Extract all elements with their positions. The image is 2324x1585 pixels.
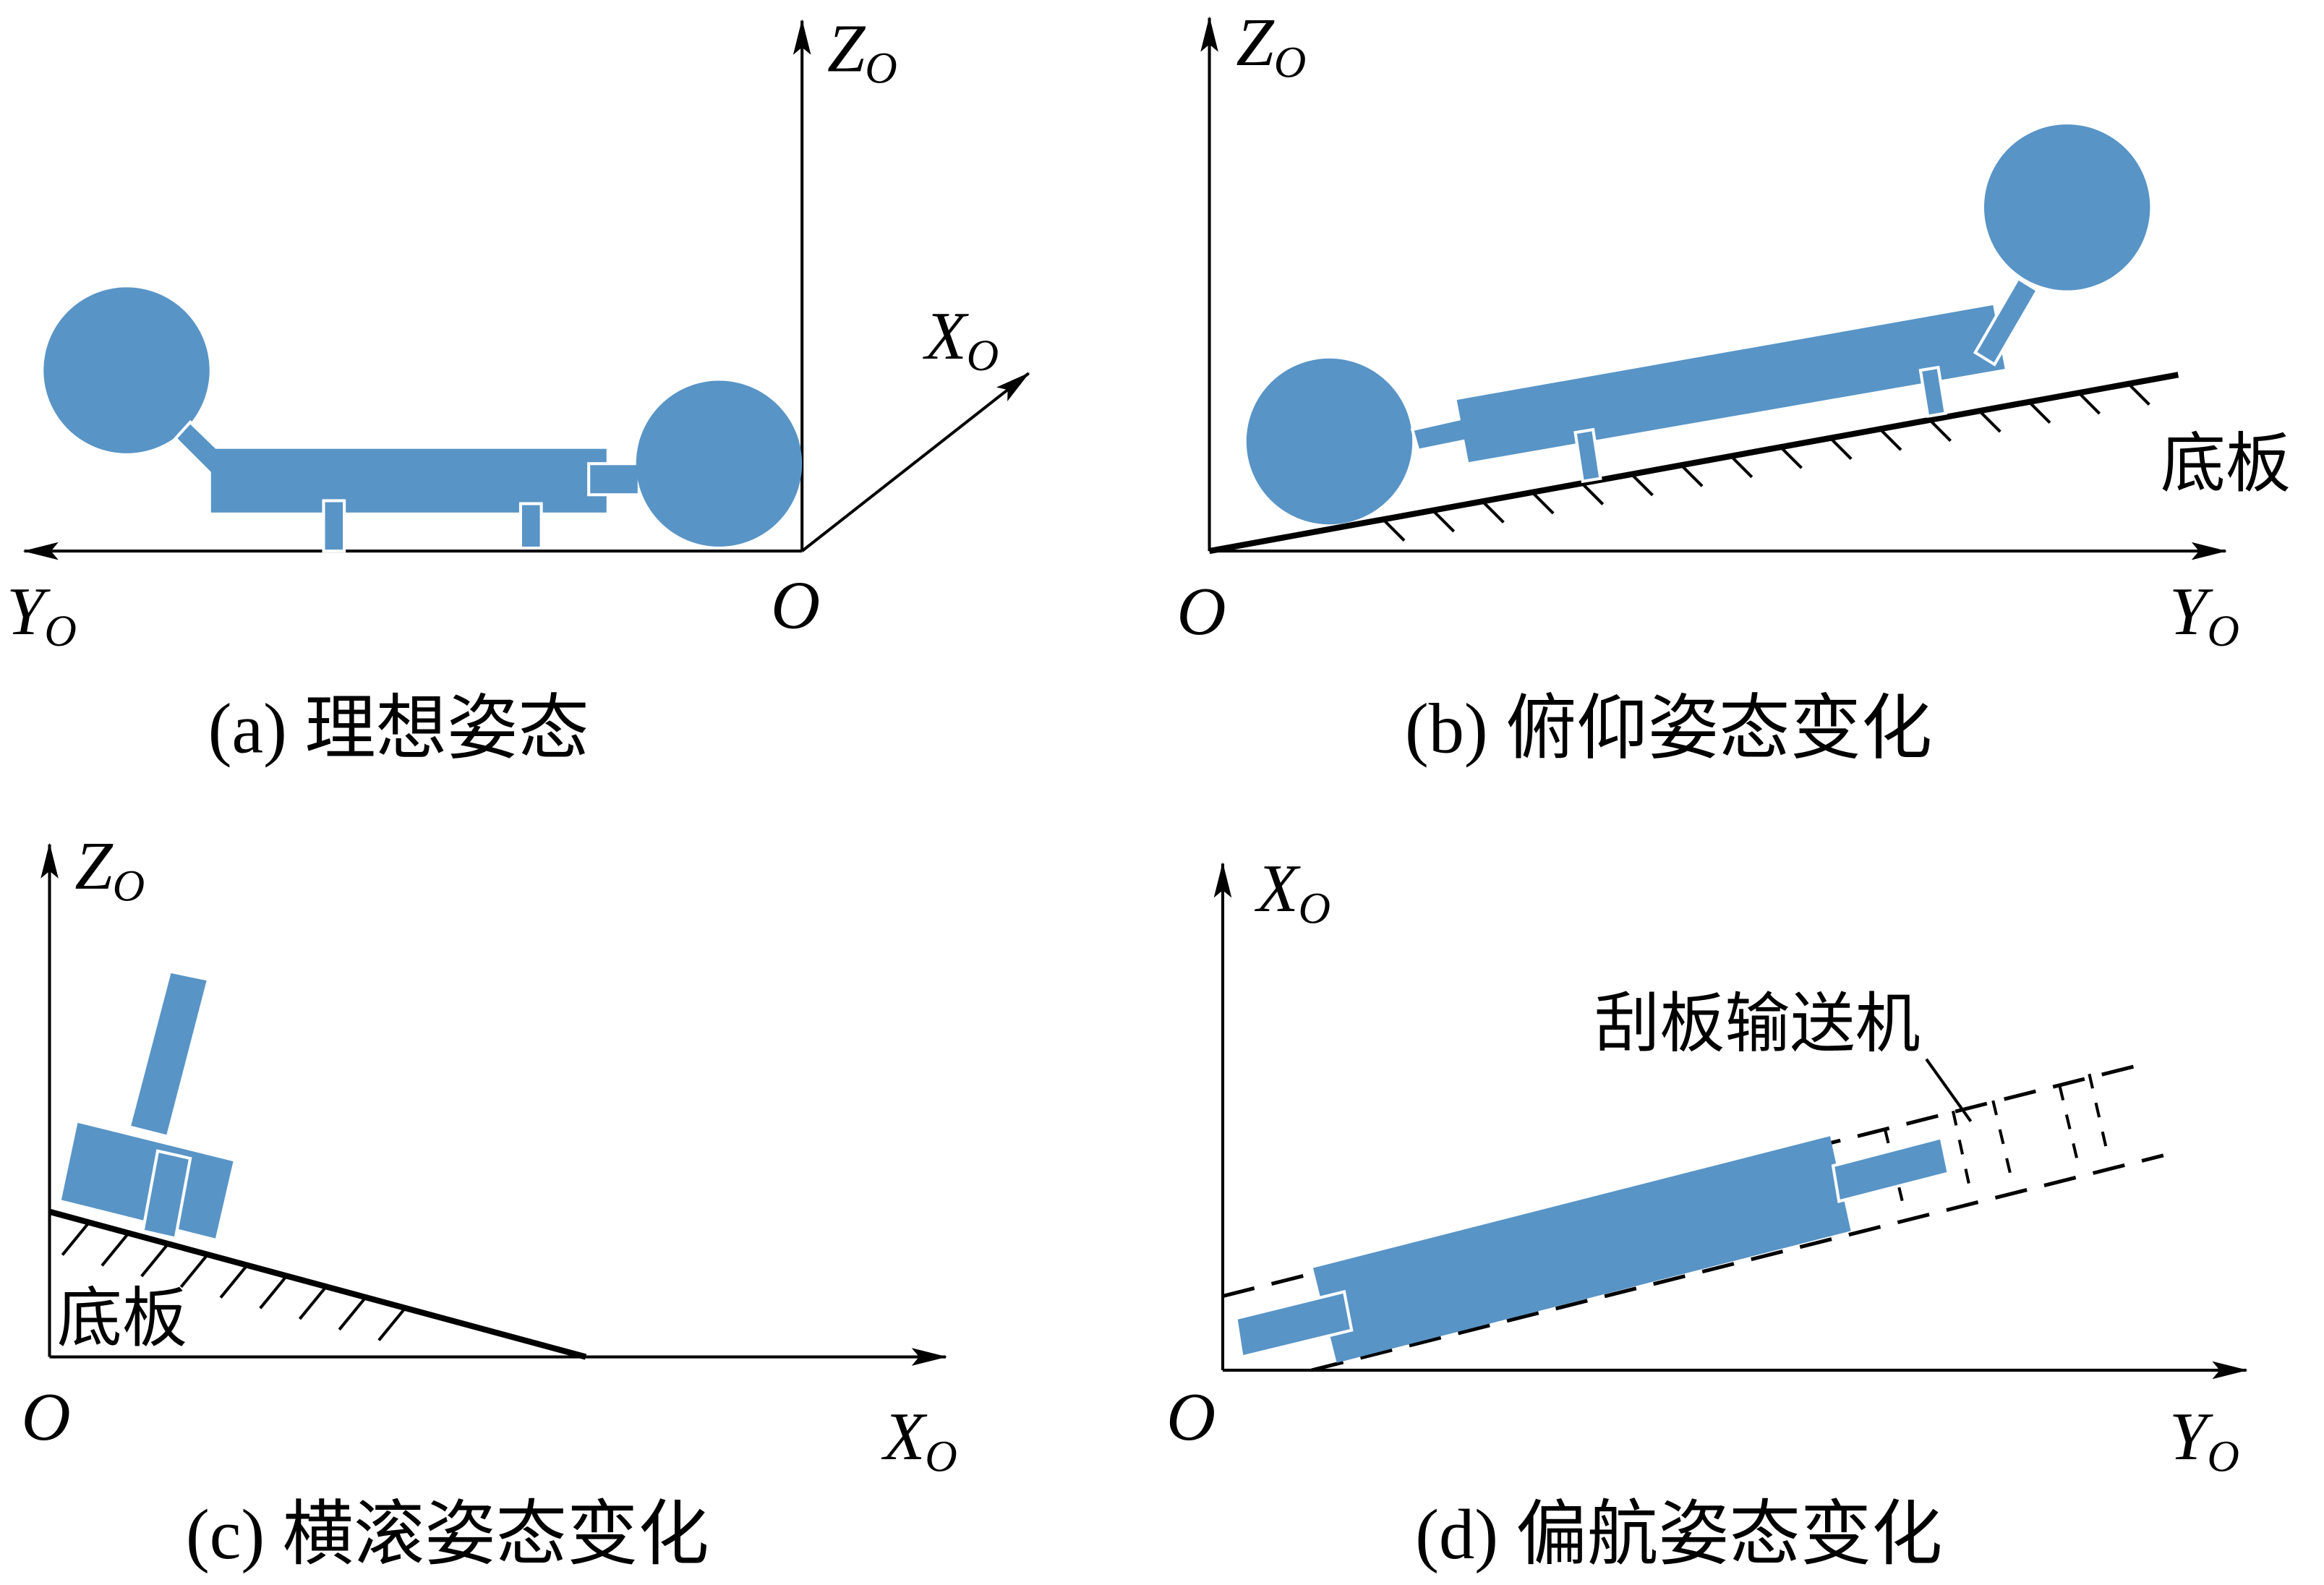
hatch-mark [1482, 500, 1505, 524]
origin-label: O [771, 568, 820, 644]
shearer-arm [131, 973, 207, 1135]
x-axis [800, 372, 1030, 552]
hatch-mark [1730, 455, 1753, 479]
hatch-mark [1631, 473, 1654, 497]
connector [587, 462, 641, 497]
z-axis-label: ZO [74, 829, 145, 910]
origin-label: O [22, 1380, 71, 1455]
panel-b: ZO YO O 底板 (b) 俯仰姿态变化 [1176, 5, 2291, 769]
z-axis-label: ZO [1236, 5, 1306, 87]
leader-line [1925, 1058, 1973, 1122]
right-drum [1983, 124, 2150, 291]
floor-hatching [1382, 383, 2150, 542]
hatch-mark [2028, 401, 2051, 424]
hatch-mark [1780, 446, 1803, 469]
hatch-mark [259, 1274, 289, 1310]
y-axis-label: YO [2169, 1399, 2239, 1481]
left-drum [43, 287, 210, 453]
left-drum [1246, 358, 1413, 525]
conveyor-body [61, 1122, 234, 1239]
left-connector [1234, 1289, 1354, 1359]
hatch-mark [1829, 437, 1853, 461]
floor-hatching [61, 1221, 407, 1341]
floor-label: 底板 [2161, 426, 2291, 502]
ghost-separator [1991, 1100, 2014, 1183]
support-leg [1918, 365, 1948, 419]
x-axis-label: XO [922, 299, 999, 380]
y-axis-label: YO [2169, 574, 2239, 656]
panel-a: ZO XO YO O (a) 理想姿态 [7, 11, 1030, 769]
hatch-mark [338, 1296, 367, 1331]
hatch-mark [377, 1307, 407, 1341]
caption-d: (d) 偏航姿态变化 [1415, 1495, 1942, 1574]
right-arm [1973, 276, 2040, 367]
hatch-mark [2077, 391, 2101, 415]
conveyor-body [1312, 1136, 1851, 1363]
panel-c: ZO XO O 底板 (c) 横滚姿态变化 [22, 829, 957, 1574]
support-leg [1573, 427, 1602, 484]
hatch-mark [1928, 419, 1952, 443]
hatch-mark [1382, 518, 1406, 542]
ghost-separator [2088, 1073, 2111, 1159]
conveyor-label: 刮板输送机 [1594, 986, 1921, 1061]
panel-d: 刮板输送机 XO YO O (d) 偏航姿态变化 [1166, 851, 2248, 1574]
support-leg [141, 1149, 192, 1241]
hatch-mark [298, 1285, 328, 1320]
hatch-mark [1680, 464, 1704, 487]
ghost-separator [2058, 1085, 2081, 1168]
floor-label: 底板 [57, 1281, 187, 1357]
caption-a: (a) 理想姿态 [208, 690, 589, 769]
caption-b: (b) 俯仰姿态变化 [1405, 690, 1932, 769]
origin-label: O [1166, 1380, 1216, 1455]
hatch-mark [140, 1242, 170, 1278]
hatch-mark [1432, 509, 1456, 533]
hatch-mark [1978, 409, 2002, 433]
hatch-mark [219, 1264, 249, 1299]
right-connector [1831, 1135, 1951, 1203]
ghost-outline-bottom [1311, 1153, 2164, 1372]
floor-line [1208, 372, 2179, 555]
right-drum [636, 380, 803, 547]
conveyor-body [210, 448, 607, 513]
hatch-mark [2127, 383, 2150, 406]
hatch-mark [1879, 428, 1902, 451]
conveyor-body [1456, 305, 2005, 463]
hatch-mark [179, 1253, 209, 1289]
hatch-mark [1531, 491, 1555, 515]
support-leg [322, 499, 346, 553]
ghost-separator [1951, 1111, 1973, 1193]
origin-label: O [1176, 574, 1226, 649]
hatch-mark [101, 1231, 130, 1267]
z-axis-label: ZO [827, 11, 897, 93]
caption-c: (c) 横滚姿态变化 [186, 1495, 709, 1574]
hatch-mark [61, 1221, 90, 1256]
y-axis-label: YO [7, 574, 77, 656]
support-leg [518, 502, 543, 550]
hatch-mark [1581, 482, 1605, 505]
x-axis-label: XO [1254, 851, 1330, 933]
x-axis-label: XO [881, 1399, 957, 1481]
floor-line [48, 1208, 587, 1360]
